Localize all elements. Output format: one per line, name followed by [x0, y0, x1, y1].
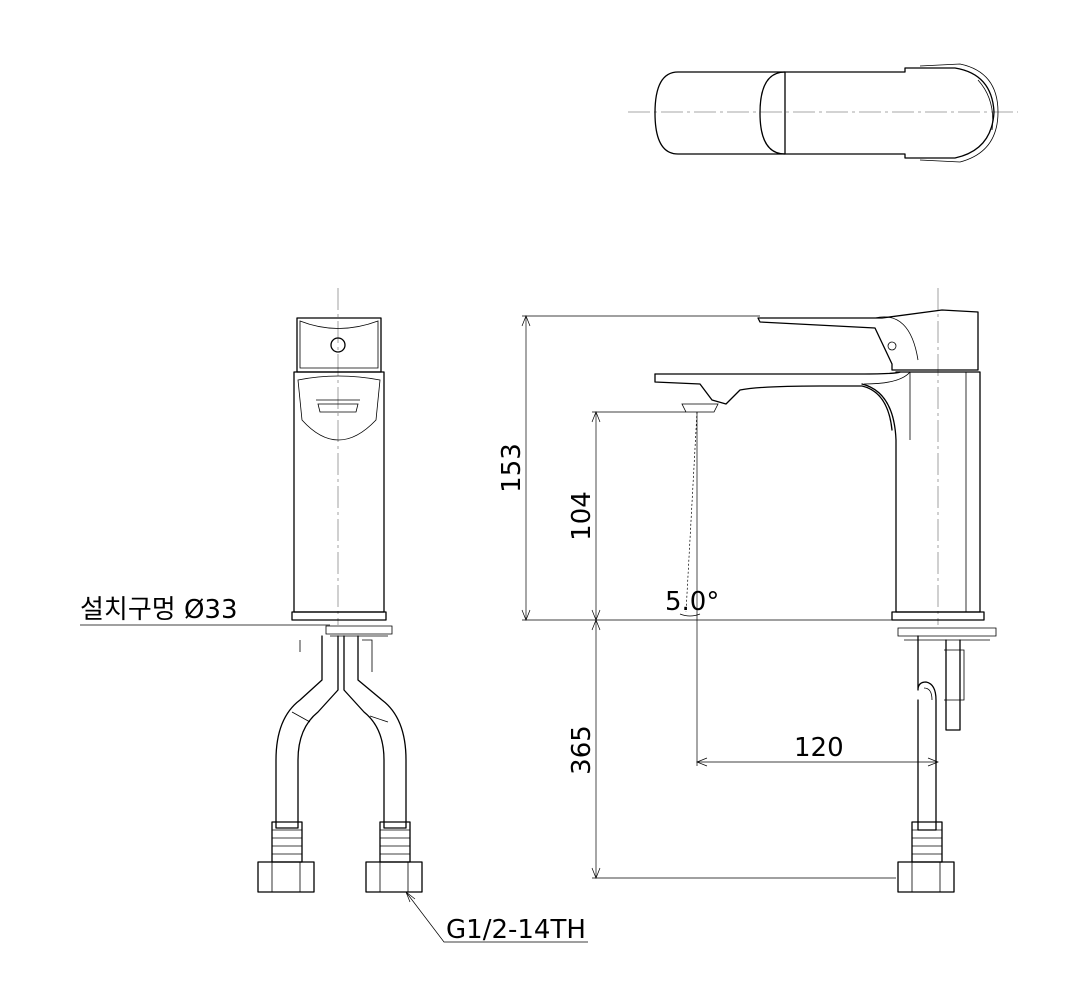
hose-fittings-front — [257, 821, 423, 893]
thread-label: G1/2-14TH — [446, 915, 586, 945]
side-view — [654, 288, 997, 893]
top-view — [628, 63, 1018, 163]
height-spout-label: 104 — [567, 491, 597, 541]
front-view — [80, 288, 588, 943]
hose-length-label: 365 — [567, 725, 597, 775]
hose-fitting-side — [897, 821, 955, 893]
spout-angle-label: 5.0° — [665, 587, 719, 617]
mount-hole-label: 설치구멍 Ø33 — [80, 595, 238, 625]
height-total-label: 153 — [497, 443, 527, 493]
dimension-lines — [521, 315, 939, 879]
reach-label: 120 — [794, 733, 844, 763]
